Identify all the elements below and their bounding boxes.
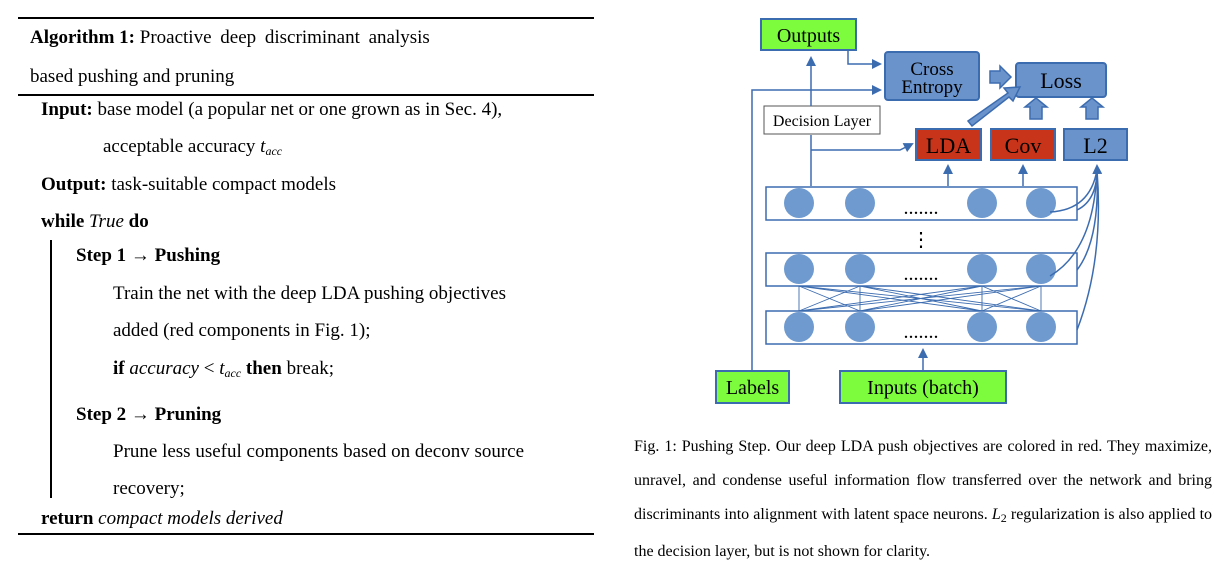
labels-box: [715, 370, 790, 404]
return-text: compact models derived: [98, 508, 283, 529]
outputs-label: Outputs: [777, 25, 841, 47]
top-rule: [18, 17, 594, 19]
layer-connections: [798, 285, 1042, 312]
architecture-diagram: Outputs Cross Entropy Loss Decision Laye…: [715, 18, 1128, 404]
input-text: base model (a popular net or one grown a…: [97, 99, 503, 120]
l2-box: [1063, 128, 1128, 161]
l2-to-loss-arrow: [1078, 97, 1106, 120]
output-text: task-suitable compact models: [111, 174, 336, 195]
input-keyword: Input:: [41, 99, 93, 120]
algorithm-title-line1: Algorithm 1: Proactive deep discriminant…: [30, 27, 430, 49]
then-keyword: then: [245, 358, 282, 379]
cross-entropy-box: [884, 51, 980, 101]
cov-to-loss-arrow: [1022, 97, 1050, 120]
bottom-layer-box: [765, 310, 1078, 345]
step2-line2: recovery;: [113, 478, 185, 499]
lda-label: LDA: [926, 133, 971, 158]
cov-box: [990, 128, 1056, 161]
if-tsub: acc: [224, 366, 242, 380]
decision-layer-box: [763, 105, 881, 135]
if-line: if accuracy < tacc then break;: [113, 358, 334, 384]
inputs-label: Inputs (batch): [867, 377, 979, 399]
while-line: while True do: [41, 211, 149, 233]
top-layer-dots: .......: [904, 197, 939, 219]
ce-to-loss-arrow: [989, 64, 1013, 90]
return-line: return compact models derived: [41, 508, 283, 530]
title-rule: [18, 94, 594, 96]
input-var: t: [260, 136, 266, 157]
bottom-layer-dots: .......: [904, 321, 939, 343]
middle-layer-dots: .......: [904, 263, 939, 285]
outputs-box: [760, 18, 857, 51]
cross-entropy-label2: Entropy: [901, 77, 963, 98]
step1-line1: Train the net with the deep LDA pushing …: [113, 283, 506, 304]
loss-label: Loss: [1040, 68, 1082, 93]
labels-label: Labels: [726, 377, 780, 399]
layer-vdots: ⋮: [911, 229, 931, 251]
caption-text1: Fig. 1: Pushing Step. Our deep LDA push …: [634, 438, 1212, 523]
algorithm-title-text: Proactive deep discriminant analysis: [139, 27, 430, 48]
do-keyword: do: [128, 211, 149, 232]
top-layer-box: [765, 186, 1078, 221]
caption-text2: regularization is also applied to the de…: [634, 506, 1213, 560]
step2-line1: Prune less useful components based on de…: [113, 441, 525, 462]
cov-label: Cov: [1005, 133, 1042, 158]
output-keyword: Output:: [41, 174, 107, 195]
step1-heading: Step 1 → Pushing: [76, 245, 221, 266]
if-op: <: [203, 358, 215, 379]
input-line2: acceptable accuracy tacc: [103, 136, 282, 162]
neurons: [784, 188, 1056, 342]
lda-box: [915, 128, 982, 161]
if-tvar: t: [219, 358, 225, 379]
caption-l2: L: [991, 506, 1001, 523]
step2-heading: Step 2 → Pruning: [76, 404, 222, 425]
while-keyword: while: [41, 211, 85, 232]
caption-l2-sub: 2: [1000, 511, 1007, 525]
step1-line2: added (red components in Fig. 1);: [113, 320, 371, 341]
lda-to-loss-arrow: [966, 86, 1022, 128]
algorithm-title-line2: based pushing and pruning: [30, 66, 235, 87]
diagram-connectors: [751, 50, 1103, 370]
while-condition: True: [89, 211, 124, 232]
then-text: break;: [286, 358, 335, 379]
l2-label: L2: [1083, 133, 1107, 158]
return-keyword: return: [41, 508, 94, 529]
algorithm-block: Algorithm 1: Proactive deep discriminant…: [0, 0, 600, 564]
input-line: Input: base model (a popular net or one …: [41, 99, 502, 121]
if-keyword: if: [113, 358, 125, 379]
decision-layer-label: Decision Layer: [773, 113, 872, 130]
figure-caption: Fig. 1: Pushing Step. Our deep LDA push …: [634, 430, 1212, 569]
cross-entropy-label1: Cross: [910, 59, 953, 80]
if-var: accuracy: [129, 358, 199, 379]
bottom-rule: [18, 533, 594, 535]
inputs-box: [839, 370, 1007, 404]
loop-bar: [50, 240, 52, 498]
input-var-sub: acc: [265, 144, 283, 158]
middle-layer-box: [765, 252, 1078, 287]
input-text2: acceptable accuracy: [103, 136, 256, 157]
output-line: Output: task-suitable compact models: [41, 174, 336, 196]
algorithm-label: Algorithm 1:: [30, 27, 136, 48]
loss-box: [1015, 62, 1107, 98]
